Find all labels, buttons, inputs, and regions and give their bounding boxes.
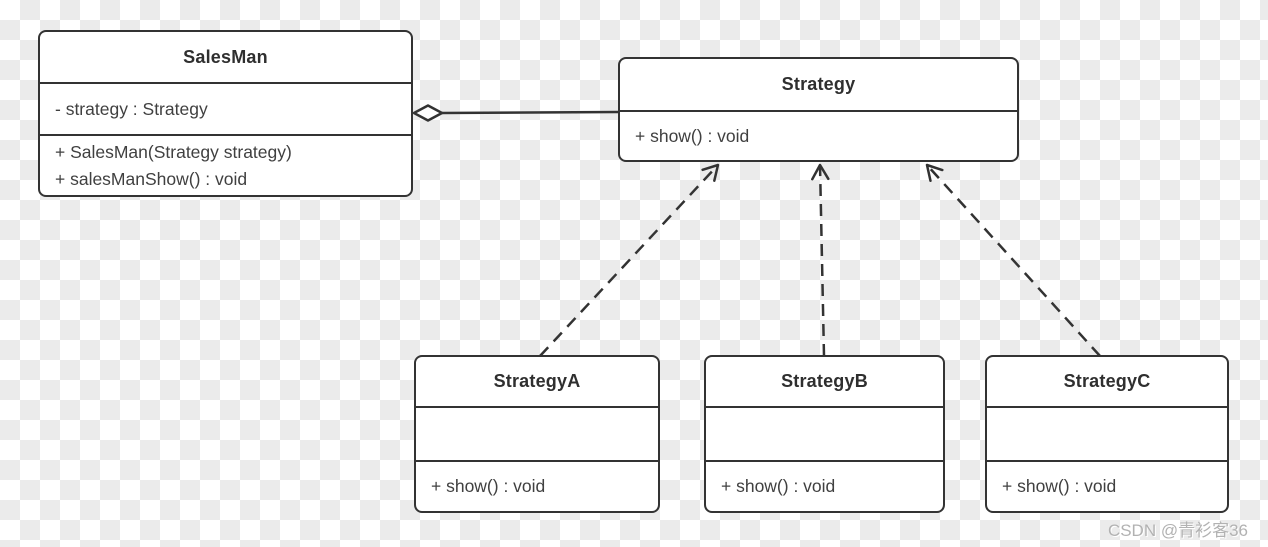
class-box-strategy: Strategy + show() : void xyxy=(618,57,1019,162)
class-method: + show() : void xyxy=(721,476,836,496)
class-attributes-section xyxy=(706,408,943,462)
class-attributes-section xyxy=(987,408,1227,462)
class-box-salesman: SalesMan - strategy : Strategy + SalesMa… xyxy=(38,30,413,197)
class-methods-section: + show() : void xyxy=(620,112,1017,160)
class-box-strategy-b: StrategyB + show() : void xyxy=(704,355,945,513)
class-title: StrategyB xyxy=(706,357,943,408)
class-method: + show() : void xyxy=(1002,476,1117,496)
aggregation-line xyxy=(440,110,619,115)
class-attribute: - strategy : Strategy xyxy=(55,98,208,119)
class-methods-section: + show() : void xyxy=(987,462,1227,511)
class-methods-section: + show() : void xyxy=(706,462,943,511)
class-method: + show() : void xyxy=(431,476,546,496)
watermark: CSDN @青衫客36 xyxy=(1107,521,1248,540)
class-attributes-section: - strategy : Strategy xyxy=(40,84,411,136)
class-method: + SalesMan(Strategy strategy) xyxy=(55,141,292,162)
class-title: SalesMan xyxy=(40,32,411,84)
realization-arrow-strategy-b xyxy=(811,163,830,357)
class-title: StrategyA xyxy=(416,357,658,408)
class-methods-section: + SalesMan(Strategy strategy) + salesMan… xyxy=(40,136,411,195)
class-box-strategy-a: StrategyA + show() : void xyxy=(414,355,660,513)
realization-arrow-strategy-c xyxy=(925,163,1101,357)
class-methods-section: + show() : void xyxy=(416,462,658,511)
class-method: + show() : void xyxy=(635,125,750,146)
class-method: + salesManShow() : void xyxy=(55,168,248,189)
realization-arrow-strategy-a xyxy=(539,163,720,357)
class-title: Strategy xyxy=(620,59,1017,112)
class-attributes-section xyxy=(416,408,658,462)
aggregation-diamond-icon xyxy=(412,104,444,122)
class-box-strategy-c: StrategyC + show() : void xyxy=(985,355,1229,513)
class-title: StrategyC xyxy=(987,357,1227,408)
